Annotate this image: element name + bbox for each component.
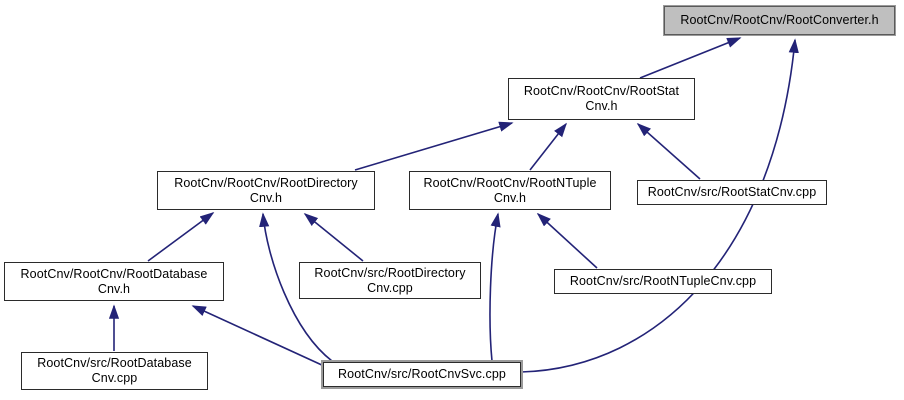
node-rootstatcnv-cpp[interactable]: RootCnv/src/RootStatCnv.cpp <box>637 180 827 205</box>
node-label: RootCnv/src/RootStatCnv.cpp <box>647 185 817 199</box>
node-rootdatabasecnv-h[interactable]: RootCnv/RootCnv/RootDatabase Cnv.h <box>4 262 224 301</box>
node-label: RootCnv/RootCnv/RootConverter.h <box>680 13 879 27</box>
edge-rootcnvsvccpp-to-rootdatabasecnvh <box>191 305 325 367</box>
node-label: RootCnv/RootCnv/RootDirectory Cnv.h <box>174 175 358 205</box>
node-rootdatabasecnv-cpp[interactable]: RootCnv/src/RootDatabase Cnv.cpp <box>21 352 208 390</box>
node-label: RootCnv/src/RootNTupleCnv.cpp <box>569 274 757 288</box>
node-rootcnvsvc-cpp[interactable]: RootCnv/src/RootCnvSvc.cpp <box>321 360 523 389</box>
edge-rootstatcnvh-to-rootconverterh <box>639 37 742 79</box>
node-rootstatcnv-h[interactable]: RootCnv/RootCnv/RootStat Cnv.h <box>508 78 695 120</box>
node-label: RootCnv/RootCnv/RootDatabase Cnv.h <box>20 266 208 296</box>
node-label: RootCnv/RootCnv/RootNTuple Cnv.h <box>423 175 597 205</box>
edge-rootstatcnvcpp-to-rootstatcnvh <box>636 122 701 180</box>
node-rootntuplecnv-h[interactable]: RootCnv/RootCnv/RootNTuple Cnv.h <box>409 171 611 210</box>
edge-rootntuplecnvcpp-to-rootntuplecnvh <box>536 212 598 269</box>
node-label: RootCnv/src/RootCnvSvc.cpp <box>338 367 506 381</box>
node-rootntuplecnv-cpp[interactable]: RootCnv/src/RootNTupleCnv.cpp <box>554 269 772 294</box>
node-rootdirectorycnv-h[interactable]: RootCnv/RootCnv/RootDirectory Cnv.h <box>157 171 375 210</box>
node-label: RootCnv/RootCnv/RootStat Cnv.h <box>523 84 680 113</box>
edge-rootcnvsvccpp-to-rootdirectorycnvh <box>259 212 333 362</box>
node-label: RootCnv/src/RootDirectory Cnv.cpp <box>314 265 466 295</box>
node-rootdirectorycnv-cpp[interactable]: RootCnv/src/RootDirectory Cnv.cpp <box>299 262 481 299</box>
edge-rootdirectorycnvcpp-to-rootdirectorycnvh <box>303 212 364 262</box>
edge-rootcnvsvccpp-to-rootntuplecnvh <box>489 212 501 362</box>
edge-rootdatabasecnvh-to-rootdirectorycnvh <box>147 212 215 262</box>
node-label: RootCnv/src/RootDatabase Cnv.cpp <box>37 356 192 385</box>
node-rootconverter-h[interactable]: RootCnv/RootCnv/RootConverter.h <box>663 5 896 36</box>
edge-rootdirectorycnvh-to-rootstatcnvh <box>354 121 514 171</box>
edge-rootntuplecnvh-to-rootstatcnvh <box>529 122 567 171</box>
